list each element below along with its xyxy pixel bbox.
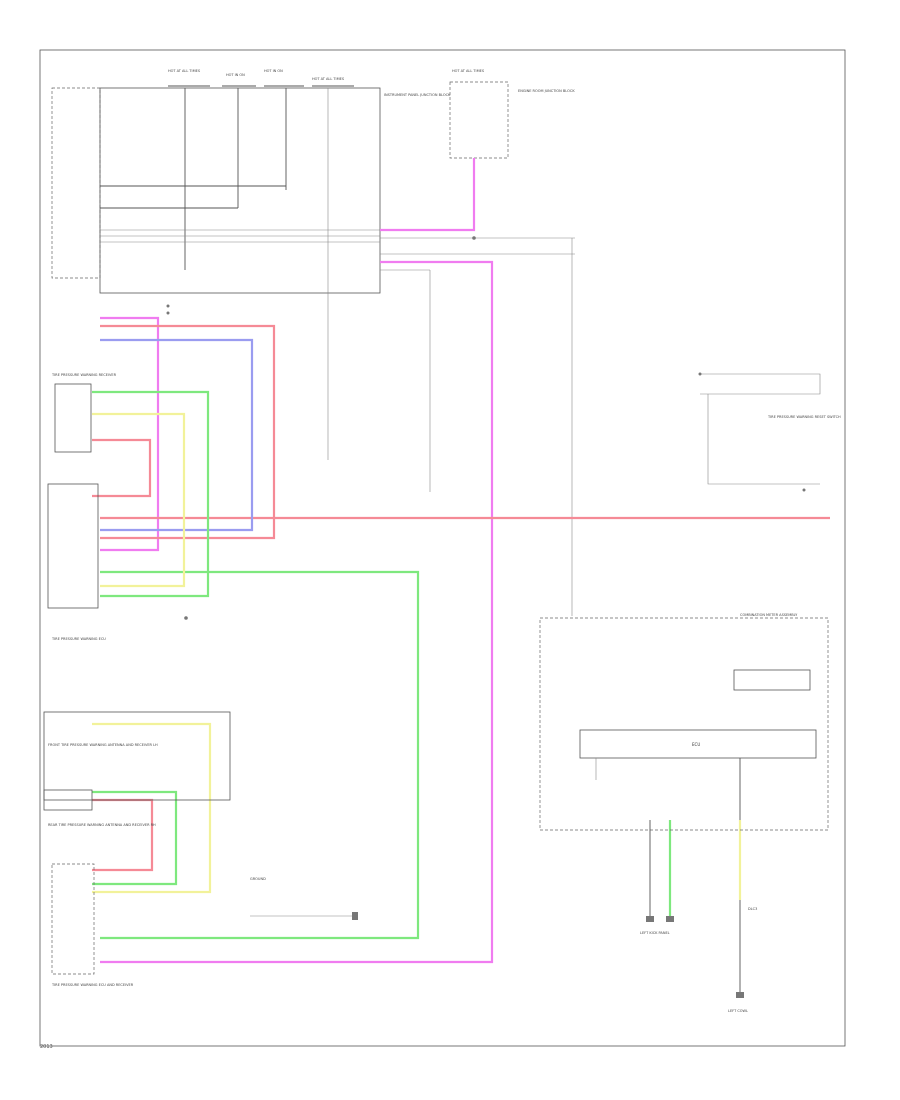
wire-blue [100,338,254,532]
left-kick-label: LEFT KICK PANEL [640,931,670,935]
dlc-label: DLC3 [748,907,757,911]
connector-dots [166,236,806,620]
fuse-headers: HOT AT ALL TIMES HOT IN ON HOT IN ON HOT… [168,69,575,159]
reset-switch-label: TIRE PRESSURE WARNING RESET SWITCH [767,415,841,419]
engine-room-jb-label: ENGINE ROOM JUNCTION BLOCK [518,89,575,93]
fuse-label-2: HOT IN ON [226,73,245,77]
rear-tire-rh-label: REAR TIRE PRESSURE WARNING ANTENNA AND R… [48,823,156,827]
bottom-ground: GROUND [250,877,358,920]
diagram-border [39,49,846,1047]
footer-note: 2013 [40,1044,53,1050]
front-tire-antenna-lh: FRONT TIRE PRESSURE WARNING ANTENNA AND … [43,711,231,801]
front-tire-lh-label: FRONT TIRE PRESSURE WARNING ANTENNA AND … [48,743,158,747]
combination-meter: COMBINATION METER ASSEMBLY ECU [539,613,829,920]
tpms-main-label: TIRE PRESSURE WARNING ECU AND RECEIVER [51,983,134,987]
jb-label: INSTRUMENT PANEL JUNCTION BLOCK [384,93,451,97]
reset-switch: TIRE PRESSURE WARNING RESET SWITCH [700,373,841,485]
tpms-receiver: TIRE PRESSURE WARNING RECEIVER [51,373,117,453]
fuse-label-4: HOT AT ALL TIMES [312,77,345,81]
ground-label: GROUND [250,877,266,881]
ground-connectors: LEFT KICK PANEL LEFT COWL DLC3 [640,900,757,1013]
tpms-ecu: TIRE PRESSURE WARNING ECU [47,483,106,641]
fuse-drops [184,88,329,460]
wire-red [92,324,830,872]
bus-lines [100,185,575,271]
wire-yellow [92,412,742,900]
instrument-panel-junction-block: INSTRUMENT PANEL JUNCTION BLOCK [51,87,451,294]
fuse-label-5: HOT AT ALL TIMES [452,69,485,73]
wire-magenta [100,158,494,964]
tpms-receiver-label: TIRE PRESSURE WARNING RECEIVER [51,373,117,377]
fuse-label-1: HOT AT ALL TIMES [168,69,201,73]
rear-tire-antenna-rh: REAR TIRE PRESSURE WARNING ANTENNA AND R… [43,789,156,827]
left-cowl-label: LEFT COWL [728,1009,748,1013]
tpms-main-unit: TIRE PRESSURE WARNING ECU AND RECEIVER [51,863,134,987]
wire-green [92,390,672,940]
tpms-ecu-label: TIRE PRESSURE WARNING ECU [51,637,106,641]
ecu-block-label: ECU [692,742,700,747]
fuse-label-3: HOT IN ON [264,69,283,73]
combination-meter-label: COMBINATION METER ASSEMBLY [740,613,798,617]
